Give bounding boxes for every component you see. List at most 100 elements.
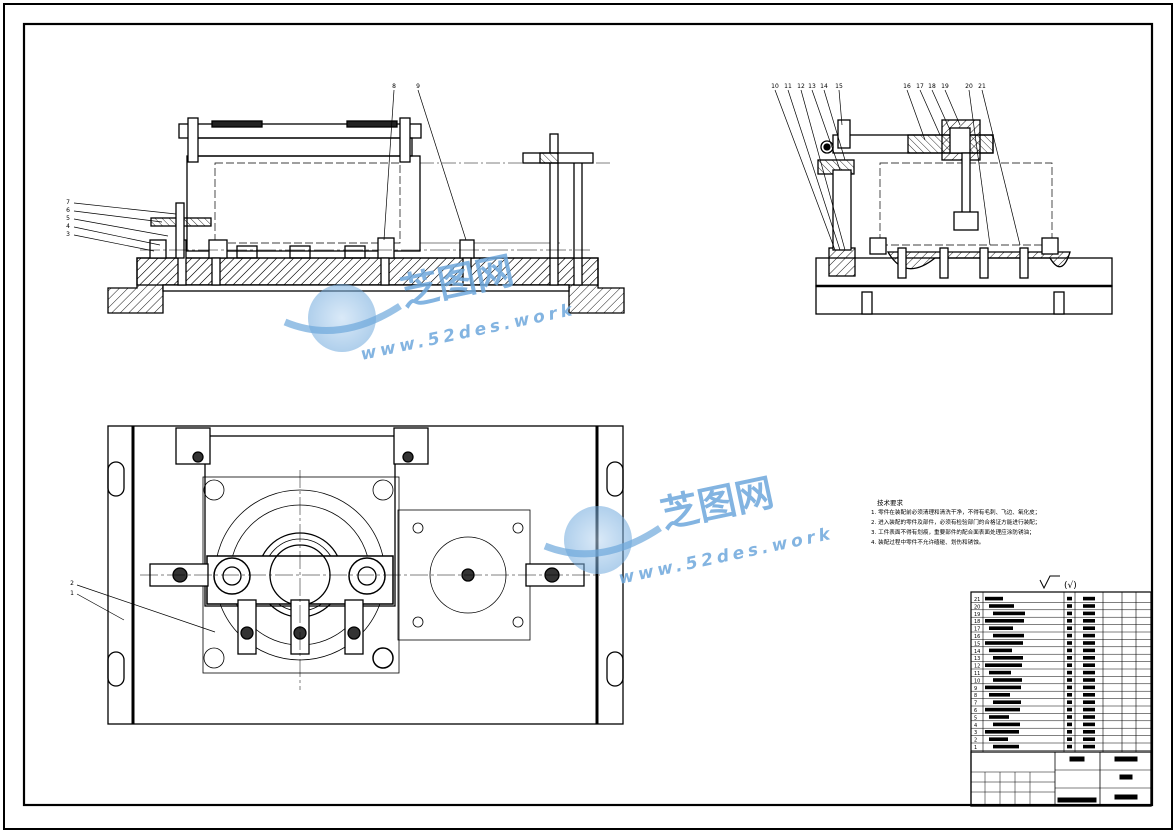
balloon-label: 18 (928, 83, 936, 90)
balloon-label: 6 (66, 207, 70, 214)
parts-row-material (1083, 737, 1095, 741)
parts-row-number: 6 (974, 708, 977, 714)
parts-row-name (993, 700, 1021, 704)
parts-row-qty (1067, 604, 1072, 608)
parts-row-qty (1067, 737, 1072, 741)
parts-row-number: 9 (974, 686, 977, 692)
balloon-label: 10 (771, 83, 779, 90)
parts-row-number: 15 (974, 641, 980, 647)
parts-row-material (1083, 626, 1095, 630)
parts-row-number: 13 (974, 656, 980, 662)
parts-row-material (1083, 715, 1095, 719)
parts-row-qty (1067, 619, 1072, 623)
parts-row-material (1083, 596, 1095, 601)
parts-row-qty (1067, 700, 1072, 704)
parts-row-name (989, 693, 1010, 697)
parts-row-qty (1067, 596, 1072, 601)
parts-row-name (985, 641, 1023, 645)
globe-icon (564, 506, 632, 574)
parts-row-qty (1067, 678, 1072, 682)
globe-icon (308, 284, 376, 352)
balloon-label: 13 (808, 83, 816, 90)
front-view (107, 117, 625, 314)
side-view-leaders (774, 89, 1021, 251)
balloon-label: 12 (797, 83, 805, 90)
parts-row-number: 20 (974, 604, 980, 610)
parts-row-name (989, 648, 1012, 653)
parts-row-qty (1067, 670, 1072, 675)
parts-row-number: 8 (974, 693, 977, 699)
parts-row-name (985, 596, 1003, 601)
parts-row-number: 21 (974, 597, 980, 603)
balloon-label: 7 (66, 199, 70, 206)
parts-row-material (1083, 707, 1095, 712)
parts-row-name (993, 656, 1023, 660)
balloon-label: 5 (66, 215, 70, 222)
parts-row-name (989, 604, 1014, 608)
balloon-label: 16 (903, 83, 911, 90)
parts-row-number: 10 (974, 678, 980, 684)
parts-row-number: 5 (974, 715, 977, 721)
parts-row-qty (1067, 715, 1072, 719)
parts-row-qty (1067, 685, 1072, 690)
side-view-balloons: 10 11 12 13 14 15 16 17 18 19 20 21 (771, 83, 986, 90)
parts-row-number: 1 (974, 745, 977, 751)
parts-row-material (1083, 693, 1095, 697)
parts-row-name (985, 730, 1019, 734)
inner-frame (22, 22, 1154, 807)
outer-border (3, 3, 1173, 830)
parts-row-qty (1067, 648, 1072, 653)
front-view-leaders (73, 89, 467, 252)
tech-req-item: 1. 零件在装配前必须清理和清洗干净，不得有毛刺、飞边、氧化皮； (871, 508, 1040, 516)
parts-row-name (993, 611, 1025, 616)
tech-req-item: 3. 工件表面不得有划痕，重要部件的配合面表面处理应涂防锈油； (871, 528, 1035, 536)
parts-row-number: 14 (974, 649, 980, 655)
parts-row-material (1083, 670, 1095, 675)
balloon-label: 19 (941, 83, 949, 90)
roughness-symbol: (√) (1039, 575, 1077, 591)
tech-req-title: 技术要求 (877, 498, 904, 507)
balloon-label: 17 (916, 83, 924, 90)
parts-row-qty (1067, 693, 1072, 697)
parts-row-qty (1067, 633, 1072, 638)
parts-row-qty (1067, 722, 1072, 727)
balloon-label: 20 (965, 83, 973, 90)
parts-row-qty (1067, 730, 1072, 734)
parts-row-material (1083, 619, 1095, 623)
parts-row-material (1083, 722, 1095, 727)
parts-row-name (989, 670, 1011, 675)
tech-req-item: 4. 装配过程中零件不允许磕碰、划伤和锈蚀。 (871, 538, 984, 546)
balloon-label: 8 (392, 83, 396, 90)
parts-row-number: 19 (974, 612, 980, 618)
parts-row-material (1083, 656, 1095, 660)
parts-row-material (1083, 744, 1095, 749)
side-view (815, 119, 1113, 315)
parts-row-name (993, 722, 1020, 727)
roughness-icon (1039, 575, 1060, 590)
parts-row-material (1083, 611, 1095, 616)
parts-row-number: 16 (974, 634, 980, 640)
parts-row-material (1083, 663, 1095, 667)
parts-row-number: 2 (974, 738, 977, 744)
parts-row-qty (1067, 663, 1072, 667)
parts-row-qty (1067, 744, 1072, 749)
parts-row-qty (1067, 611, 1072, 616)
parts-row-name (985, 707, 1020, 712)
parts-row-name (985, 663, 1022, 667)
front-view-balloons: 7 6 5 4 3 8 9 (66, 83, 420, 238)
parts-row-number: 12 (974, 664, 980, 670)
tech-req-item: 2. 进入装配的零件及部件，必须有检验部门的合格证方能进行装配； (871, 518, 1040, 526)
parts-row-material (1083, 648, 1095, 653)
parts-row-material (1083, 604, 1095, 608)
top-view (107, 425, 624, 725)
balloon-label: 15 (835, 83, 843, 90)
parts-row-material (1083, 633, 1095, 638)
balloon-label: 2 (70, 580, 74, 587)
parts-row-name (985, 619, 1024, 623)
parts-row-qty (1067, 707, 1072, 712)
balloon-label: 4 (66, 223, 70, 230)
technical-requirements: 技术要求 1. 零件在装配前必须清理和清洗干净，不得有毛刺、飞边、氧化皮； 2.… (871, 498, 1040, 546)
balloon-label: 3 (66, 231, 70, 238)
balloon-label: 9 (416, 83, 420, 90)
